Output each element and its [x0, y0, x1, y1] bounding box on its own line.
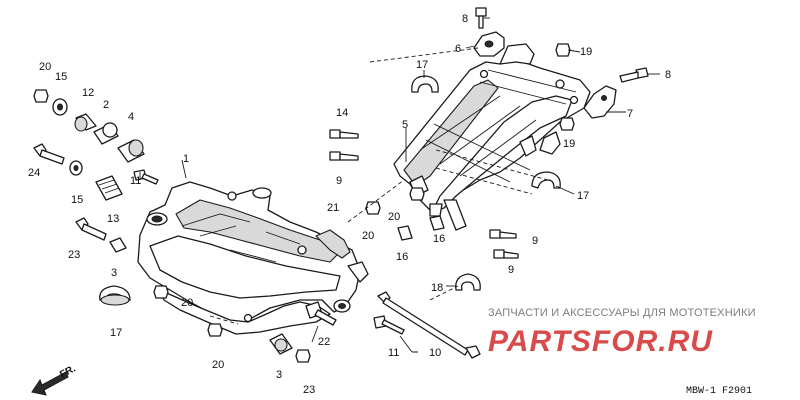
bracket-6 — [473, 31, 505, 57]
main-frame — [137, 181, 369, 335]
collar-4 — [117, 139, 145, 163]
callout-17: 17 — [577, 190, 589, 202]
callout-9: 9 — [532, 235, 538, 247]
callout-5: 5 — [402, 119, 408, 131]
callout-22: 22 — [318, 336, 330, 348]
washer-15-mid — [69, 160, 83, 176]
callout-17: 17 — [416, 59, 428, 71]
callout-9: 9 — [336, 175, 342, 187]
callout-7: 7 — [627, 108, 633, 120]
bolt-8-right — [619, 67, 649, 83]
nut-23-lower — [295, 349, 311, 363]
callout-3: 3 — [276, 369, 282, 381]
callout-10: 10 — [429, 347, 441, 359]
arrow-icon — [31, 371, 69, 396]
grommet-16-b — [429, 215, 445, 231]
callout-17: 17 — [110, 327, 122, 339]
nut-19-top — [555, 43, 571, 57]
nut-20-mid — [153, 285, 169, 299]
callout-13: 13 — [107, 213, 119, 225]
nut-20-lower — [207, 323, 223, 337]
callout-23: 23 — [303, 384, 315, 396]
clamp-18 — [455, 273, 481, 291]
bolt-14 — [329, 129, 359, 139]
callout-2: 2 — [103, 99, 109, 111]
direction-label: FR. — [58, 363, 78, 380]
washer-15-top — [52, 98, 68, 116]
nut-20-center — [409, 187, 425, 201]
rear-subframe — [393, 43, 591, 231]
callout-20: 20 — [362, 230, 374, 242]
callout-14: 14 — [336, 107, 348, 119]
callout-19: 19 — [563, 138, 575, 150]
callout-20: 20 — [388, 211, 400, 223]
bushing-12 — [74, 113, 97, 132]
callout-8: 8 — [462, 13, 468, 25]
bolt-9-right — [489, 229, 517, 239]
callout-19: 19 — [580, 46, 592, 58]
bolt-11-left — [133, 169, 159, 185]
bolt-24 — [33, 143, 65, 165]
bushing-3-lower — [269, 333, 293, 355]
watermark-logo: PARTSFOR.RU — [488, 325, 713, 358]
clamp-17-top — [411, 75, 439, 93]
collar-2 — [93, 122, 119, 145]
callout-16: 16 — [396, 251, 408, 263]
bolt-9-lower — [493, 249, 519, 259]
bushing-3-left — [109, 237, 127, 253]
callout-3: 3 — [111, 267, 117, 279]
callout-18: 18 — [431, 282, 443, 294]
callout-8: 8 — [665, 69, 671, 81]
callout-4: 4 — [128, 111, 134, 123]
callout-20: 20 — [212, 359, 224, 371]
bolt-23-left — [75, 217, 107, 241]
bolt-9-upper — [329, 151, 359, 161]
bolt-11-center — [373, 315, 405, 335]
bracket-7 — [583, 85, 617, 119]
callout-21: 21 — [327, 202, 339, 214]
callout-20: 20 — [181, 297, 193, 309]
clamp-17-left — [99, 285, 131, 306]
callout-15: 15 — [71, 194, 83, 206]
watermark: ЗАПЧАСТИ И АКСЕССУАРЫ ДЛЯ МОТОТЕХНИКИ PA… — [488, 307, 756, 358]
callout-16: 16 — [433, 233, 445, 245]
bolt-22 — [305, 301, 337, 326]
nut-19-right — [559, 117, 575, 131]
bolt-8-top — [475, 7, 487, 29]
callout-11: 11 — [130, 175, 141, 187]
spring-13 — [95, 175, 123, 201]
front-direction-indicator: FR. — [31, 363, 78, 396]
callout-6: 6 — [455, 43, 461, 55]
watermark-tagline: ЗАПЧАСТИ И АКСЕССУАРЫ ДЛЯ МОТОТЕХНИКИ — [488, 307, 756, 319]
nut-20-right — [365, 201, 381, 215]
grommet-16-a — [397, 225, 413, 241]
bolt-10-long — [377, 291, 481, 359]
callout-15: 15 — [55, 71, 67, 83]
callout-24: 24 — [28, 167, 40, 179]
callout-1: 1 — [183, 153, 189, 165]
callout-11: 11 — [388, 347, 399, 359]
clamp-17-right — [531, 171, 561, 189]
callout-12: 12 — [82, 87, 94, 99]
diagram-code: MBW-1 F2901 — [686, 386, 752, 397]
callout-labels: 20 15 12 2 4 1 24 11 15 13 23 3 20 17 20… — [28, 13, 671, 396]
nut-20-left — [33, 89, 49, 103]
callout-9: 9 — [508, 264, 514, 276]
callout-23: 23 — [68, 249, 80, 261]
callout-20: 20 — [39, 61, 51, 73]
